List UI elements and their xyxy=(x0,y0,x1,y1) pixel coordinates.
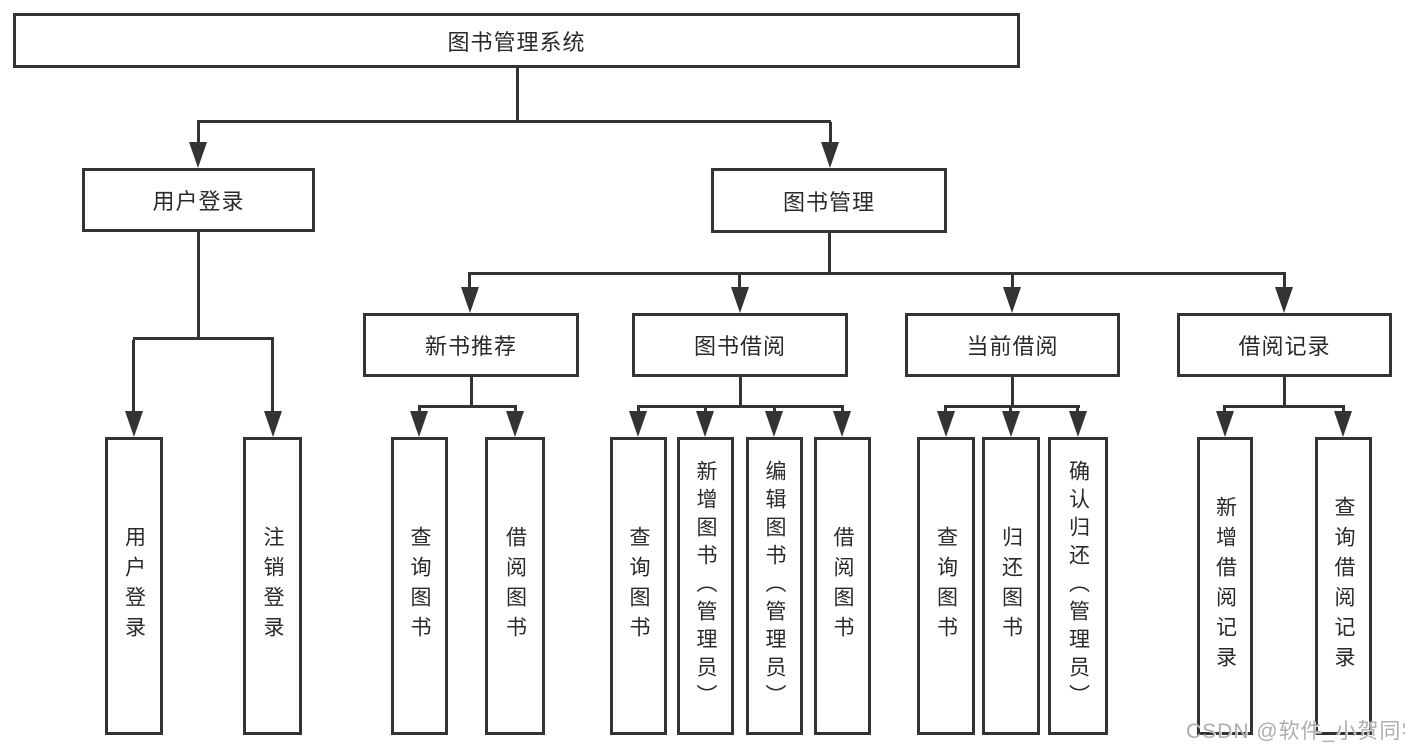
connector-line xyxy=(738,274,741,292)
leaf-bb-add-book-admin: 新增图书（管理员） xyxy=(677,437,734,735)
arrowhead-icon xyxy=(833,411,851,437)
watermark-text: CSDN @软件_小贺同学 xyxy=(1186,720,1405,743)
connector-line xyxy=(197,232,200,340)
connector-line xyxy=(1283,274,1286,292)
leaf-nb-borrow-book: 借阅图书 xyxy=(485,437,545,735)
arrowhead-icon xyxy=(629,411,647,437)
connector-line xyxy=(739,377,742,408)
node-borrowing-records: 借阅记录 xyxy=(1177,313,1392,377)
connector-line xyxy=(1223,405,1345,408)
connector-line xyxy=(829,122,832,148)
connector-line xyxy=(1011,274,1014,292)
leaf-br-query-record: 查询借阅记录 xyxy=(1315,437,1372,735)
leaf-br-add-record: 新增借阅记录 xyxy=(1197,437,1253,735)
leaf-cb-return-book-label: 归还图书 xyxy=(999,526,1023,646)
connector-line xyxy=(133,337,274,340)
leaf-user-login-label: 用户登录 xyxy=(122,526,146,646)
leaf-nb-query-book: 查询图书 xyxy=(391,437,448,735)
connector-line xyxy=(828,233,831,275)
connector-line xyxy=(637,405,844,408)
leaf-cb-query-book-label: 查询图书 xyxy=(934,526,958,646)
arrowhead-icon xyxy=(1334,411,1352,437)
leaf-br-query-record-label: 查询借阅记录 xyxy=(1332,496,1356,676)
arrowhead-icon xyxy=(264,411,282,437)
connector-line xyxy=(944,405,1080,408)
connector-line xyxy=(271,340,274,417)
leaf-cb-confirm-return-admin: 确认归还（管理员） xyxy=(1048,437,1108,735)
leaf-bb-query-book-label: 查询图书 xyxy=(627,526,651,646)
arrowhead-icon xyxy=(1003,287,1021,313)
arrowhead-icon xyxy=(696,411,714,437)
connector-line xyxy=(1011,377,1014,408)
leaf-nb-query-book-label: 查询图书 xyxy=(408,526,432,646)
connector-line xyxy=(132,340,135,417)
leaf-bb-edit-book-admin: 编辑图书（管理员） xyxy=(746,437,803,735)
leaf-logout: 注销登录 xyxy=(243,437,302,735)
arrowhead-icon xyxy=(1216,411,1234,437)
leaf-cb-confirm-return-admin-label: 确认归还（管理员） xyxy=(1066,460,1090,712)
arrowhead-icon xyxy=(937,411,955,437)
node-new-book-recommend: 新书推荐 xyxy=(363,313,579,377)
arrowhead-icon xyxy=(189,142,207,168)
arrowhead-icon xyxy=(506,411,524,437)
arrowhead-icon xyxy=(821,142,839,168)
arrowhead-icon xyxy=(1002,411,1020,437)
leaf-bb-add-book-admin-label: 新增图书（管理员） xyxy=(694,460,718,712)
arrowhead-icon xyxy=(125,411,143,437)
arrowhead-icon xyxy=(1275,287,1293,313)
connector-line xyxy=(470,377,473,408)
leaf-bb-edit-book-admin-label: 编辑图书（管理员） xyxy=(763,460,787,712)
connector-line xyxy=(1283,377,1286,408)
node-book-borrowing: 图书借阅 xyxy=(632,313,848,377)
connector-line xyxy=(516,67,519,123)
leaf-logout-label: 注销登录 xyxy=(261,526,285,646)
connector-line xyxy=(197,120,831,123)
node-book-management: 图书管理 xyxy=(711,168,947,233)
leaf-user-login: 用户登录 xyxy=(105,437,163,735)
leaf-bb-borrow-book: 借阅图书 xyxy=(814,437,871,735)
arrowhead-icon xyxy=(765,411,783,437)
node-current-borrowing: 当前借阅 xyxy=(905,313,1120,377)
leaf-nb-borrow-book-label: 借阅图书 xyxy=(503,526,527,646)
node-user-login: 用户登录 xyxy=(82,168,315,232)
connector-line xyxy=(197,122,200,148)
leaf-bb-query-book: 查询图书 xyxy=(610,437,667,735)
arrowhead-icon xyxy=(1069,411,1087,437)
connector-line xyxy=(468,272,1286,275)
arrowhead-icon xyxy=(410,411,428,437)
connector-line xyxy=(418,405,517,408)
leaf-cb-query-book: 查询图书 xyxy=(917,437,975,735)
arrowhead-icon xyxy=(731,287,749,313)
node-root: 图书管理系统 xyxy=(13,13,1020,68)
connector-line xyxy=(468,274,471,292)
leaf-cb-return-book: 归还图书 xyxy=(982,437,1040,735)
leaf-bb-borrow-book-label: 借阅图书 xyxy=(831,526,855,646)
leaf-br-add-record-label: 新增借阅记录 xyxy=(1213,496,1237,676)
arrowhead-icon xyxy=(461,287,479,313)
